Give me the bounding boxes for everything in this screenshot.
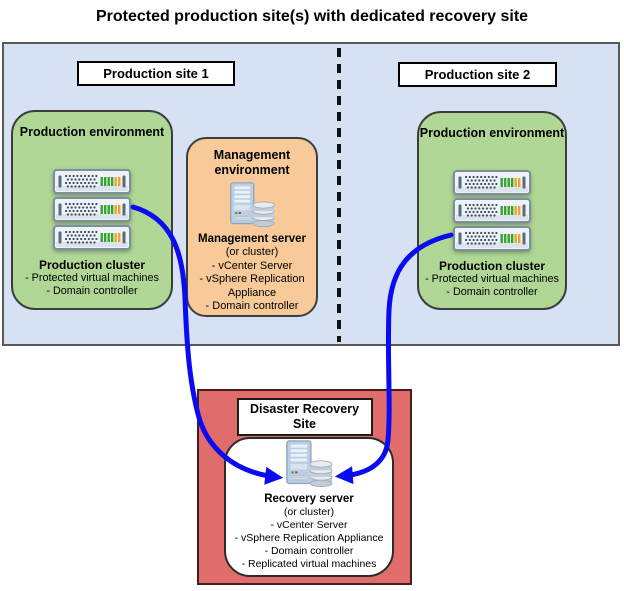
production-cluster-2-title: Production cluster — [438, 259, 545, 273]
production-cluster-1-racks — [13, 169, 171, 250]
production-cluster-2-racks — [419, 170, 565, 251]
production-cluster-2-item: - Protected virtual machines — [425, 273, 559, 285]
recovery-server-item: - Domain controller — [264, 545, 354, 557]
management-server-item: - vCenter Server — [211, 259, 293, 272]
management-server-item: - vSphere Replication Appliance — [199, 273, 305, 299]
management-server-subtitle: (or cluster) — [225, 246, 279, 258]
rack-server-icon — [53, 225, 131, 250]
rack-server-icon — [453, 170, 531, 195]
recovery-server-title: Recovery server — [264, 493, 354, 505]
rack-server-icon — [453, 198, 531, 223]
management-server-title: Management server — [197, 233, 307, 245]
rack-server-icon — [53, 169, 131, 194]
recovery-server-item: - Replicated virtual machines — [241, 558, 377, 570]
site1-label: Production site 1 — [77, 61, 235, 86]
production-cluster-2-item: - Domain controller — [446, 286, 538, 298]
site2-label: Production site 2 — [398, 62, 557, 87]
production-environment-2: Production environment Production cluste… — [417, 111, 567, 310]
production-environment-1-title: Production environment — [19, 125, 165, 139]
tower-server-with-storage-icon — [227, 182, 277, 228]
rack-server-icon — [53, 197, 131, 222]
management-environment-title: Management environment — [213, 148, 291, 177]
management-environment: Management environment Management server… — [186, 137, 318, 317]
rack-server-icon — [453, 226, 531, 251]
tower-server-with-storage-icon — [283, 440, 335, 488]
disaster-recovery-site: Disaster Recovery Site Recovery server (… — [197, 389, 412, 585]
recovery-server-item: - vCenter Server — [270, 519, 348, 531]
management-server-icon-wrap — [188, 182, 316, 233]
recovery-server-item: - vSphere Replication Appliance — [234, 532, 384, 544]
production-cluster-1-item: - Protected virtual machines — [25, 272, 159, 284]
production-cluster-1-title: Production cluster — [38, 258, 145, 272]
recovery-server-subtitle: (or cluster) — [283, 506, 335, 518]
recovery-server-icon-wrap — [226, 440, 392, 493]
production-environment-2-title: Production environment — [419, 126, 565, 140]
recovery-server-box: Recovery server (or cluster) - vCenter S… — [224, 437, 394, 577]
diagram-title: Protected production site(s) with dedica… — [95, 8, 529, 25]
management-server-item: - Domain controller — [205, 300, 299, 312]
production-environment-1: Production environment Production cluste… — [11, 110, 173, 310]
production-cluster-1-item: - Domain controller — [46, 285, 138, 297]
disaster-recovery-site-label: Disaster Recovery Site — [236, 398, 373, 436]
